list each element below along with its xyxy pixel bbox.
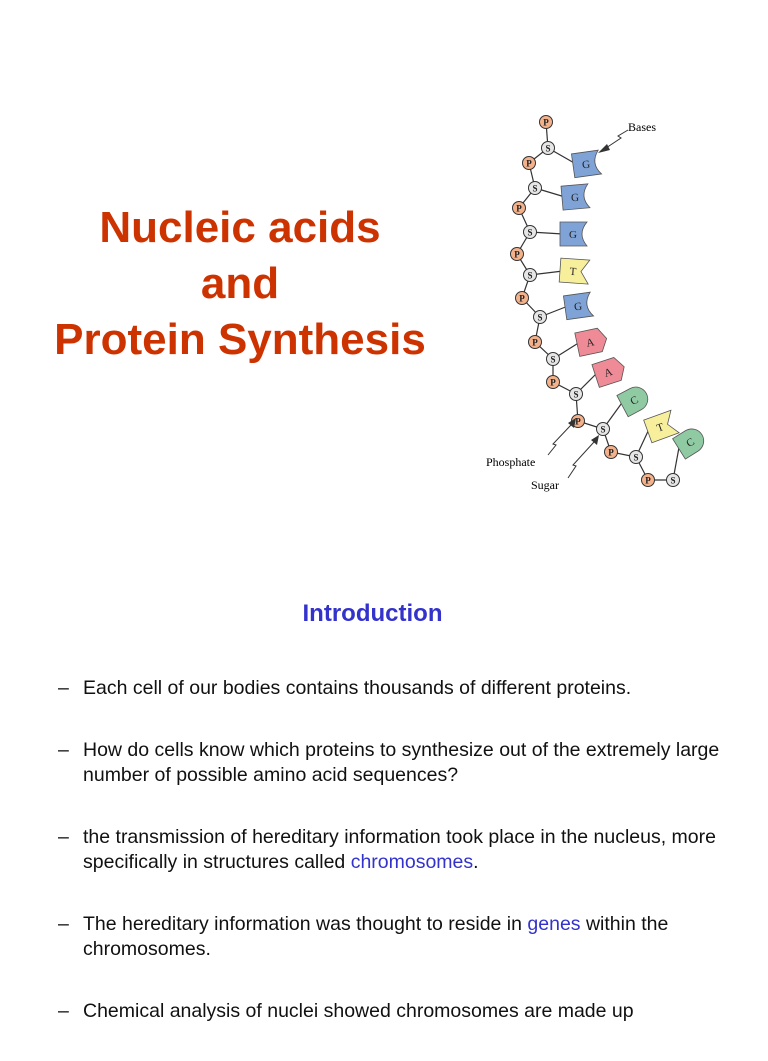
bullet-list: – Each cell of our bodies contains thous… [58,676,748,1061]
bullet-text: the transmission of hereditary informati… [83,826,716,873]
sugar-node: S [569,387,583,401]
title-line-2: and [200,259,280,308]
sugar-node-letter: S [532,184,537,194]
sugar-node: S [533,310,547,324]
sugar-node-letter: S [600,425,605,435]
sugar-node: S [546,352,560,366]
base-letter: A [603,366,614,380]
base-letter: G [573,300,583,313]
phosphate-node-letter: P [526,159,532,169]
phosphate-label: Phosphate [486,455,535,469]
sugar-node: S [541,141,555,155]
sugar-node-letter: S [527,228,532,238]
bullet-text: The hereditary information was thought t… [83,913,528,935]
bullet-item-3: – the transmission of hereditary informa… [58,825,748,875]
sugar-label: Sugar [531,478,559,492]
sugar-node-letter: S [527,271,532,281]
title-line-3: Protein Synthesis [54,315,426,364]
bullet-item-4: – The hereditary information was thought… [58,912,748,962]
bullet-dash: – [58,1000,69,1022]
bullet-text-end: . [473,851,479,873]
bullet-dash: – [58,913,69,935]
base-letter: T [655,421,666,435]
base-letter: G [571,192,580,205]
phosphate-node-letter: P [514,250,520,260]
phosphate-node-letter: P [532,338,538,348]
base-C: C [672,428,705,460]
bullet-dash: – [58,677,69,699]
bullet-text-end: within the chromosomes. [83,913,669,960]
phosphate-node: P [546,375,560,389]
base-A: A [591,357,625,388]
sugar-node: S [596,422,610,436]
sugar-pointer-arrow [567,441,595,479]
diagram-labels: Bases Phosphate Sugar [486,120,656,492]
phosphate-pointer-arrow [547,424,572,456]
bases-label: Bases [628,120,656,134]
phosphate-pointer-arrowhead [568,418,576,428]
sugar-node: S [523,268,537,282]
phosphate-node-letter: P [608,448,614,458]
base-A: A [574,327,608,357]
phosphate-node: P [539,115,553,129]
title-line-1: Nucleic acids [99,203,381,252]
base-G: G [559,221,588,247]
bullet-item-1: – Each cell of our bodies contains thous… [58,676,748,701]
bullet-text: How do cells know which proteins to synt… [83,739,720,786]
sugar-node: S [528,181,542,195]
phosphate-node-letter: P [519,294,525,304]
phosphate-node-letter: P [550,378,556,388]
phosphate-node-letter: P [516,204,522,214]
base-letter: G [581,158,591,171]
sugar-pointer-arrowhead [591,435,599,445]
phosphate-node: P [510,247,524,261]
phosphate-node: P [604,445,618,459]
phosphate-node: P [515,291,529,305]
sugar-node-letter: S [633,453,638,463]
introduction-heading: Introduction [302,600,443,627]
base-G: G [560,183,591,211]
genes-link[interactable]: genes [527,913,581,935]
sugar-node-letter: S [537,313,542,323]
phosphate-node: P [512,201,526,215]
bullet-text: Each cell of our bodies contains thousan… [83,677,632,699]
phosphate-node-letter: P [543,118,549,128]
sugar-node-letter: S [545,144,550,154]
bullet-dash: – [58,826,69,848]
base-T: T [643,409,680,444]
base-G: G [571,149,603,179]
base-C: C [616,386,649,418]
slide-title: Nucleic acids and Protein Synthesis [20,200,460,368]
phosphate-node-letter: P [575,417,581,427]
bases-pointer-arrowhead [598,144,610,153]
base-letter: G [569,229,577,241]
bullet-text: Chemical analysis of nuclei showed chrom… [83,1000,634,1022]
phosphate-node-letter: P [645,476,651,486]
base-G: G [563,291,595,321]
chromosomes-link[interactable]: chromosomes [350,851,474,873]
base-T: T [558,257,591,285]
phosphate-node: P [522,156,536,170]
sugar-node-letter: S [550,355,555,365]
bullet-item-2: – How do cells know which proteins to sy… [58,738,748,788]
sugar-node-letter: S [573,390,578,400]
phosphate-node: P [641,473,655,487]
bases-pointer-arrow [605,129,629,149]
sugar-node: S [629,450,643,464]
sugar-node: S [523,225,537,239]
bullet-dash: – [58,739,69,761]
sugar-node-letter: S [670,476,675,486]
base-letter: A [585,336,595,349]
base-letter: T [569,266,577,278]
sugar-node: S [666,473,680,487]
phosphate-node: P [528,335,542,349]
bullet-item-5: – Chemical analysis of nuclei showed chr… [58,999,748,1024]
